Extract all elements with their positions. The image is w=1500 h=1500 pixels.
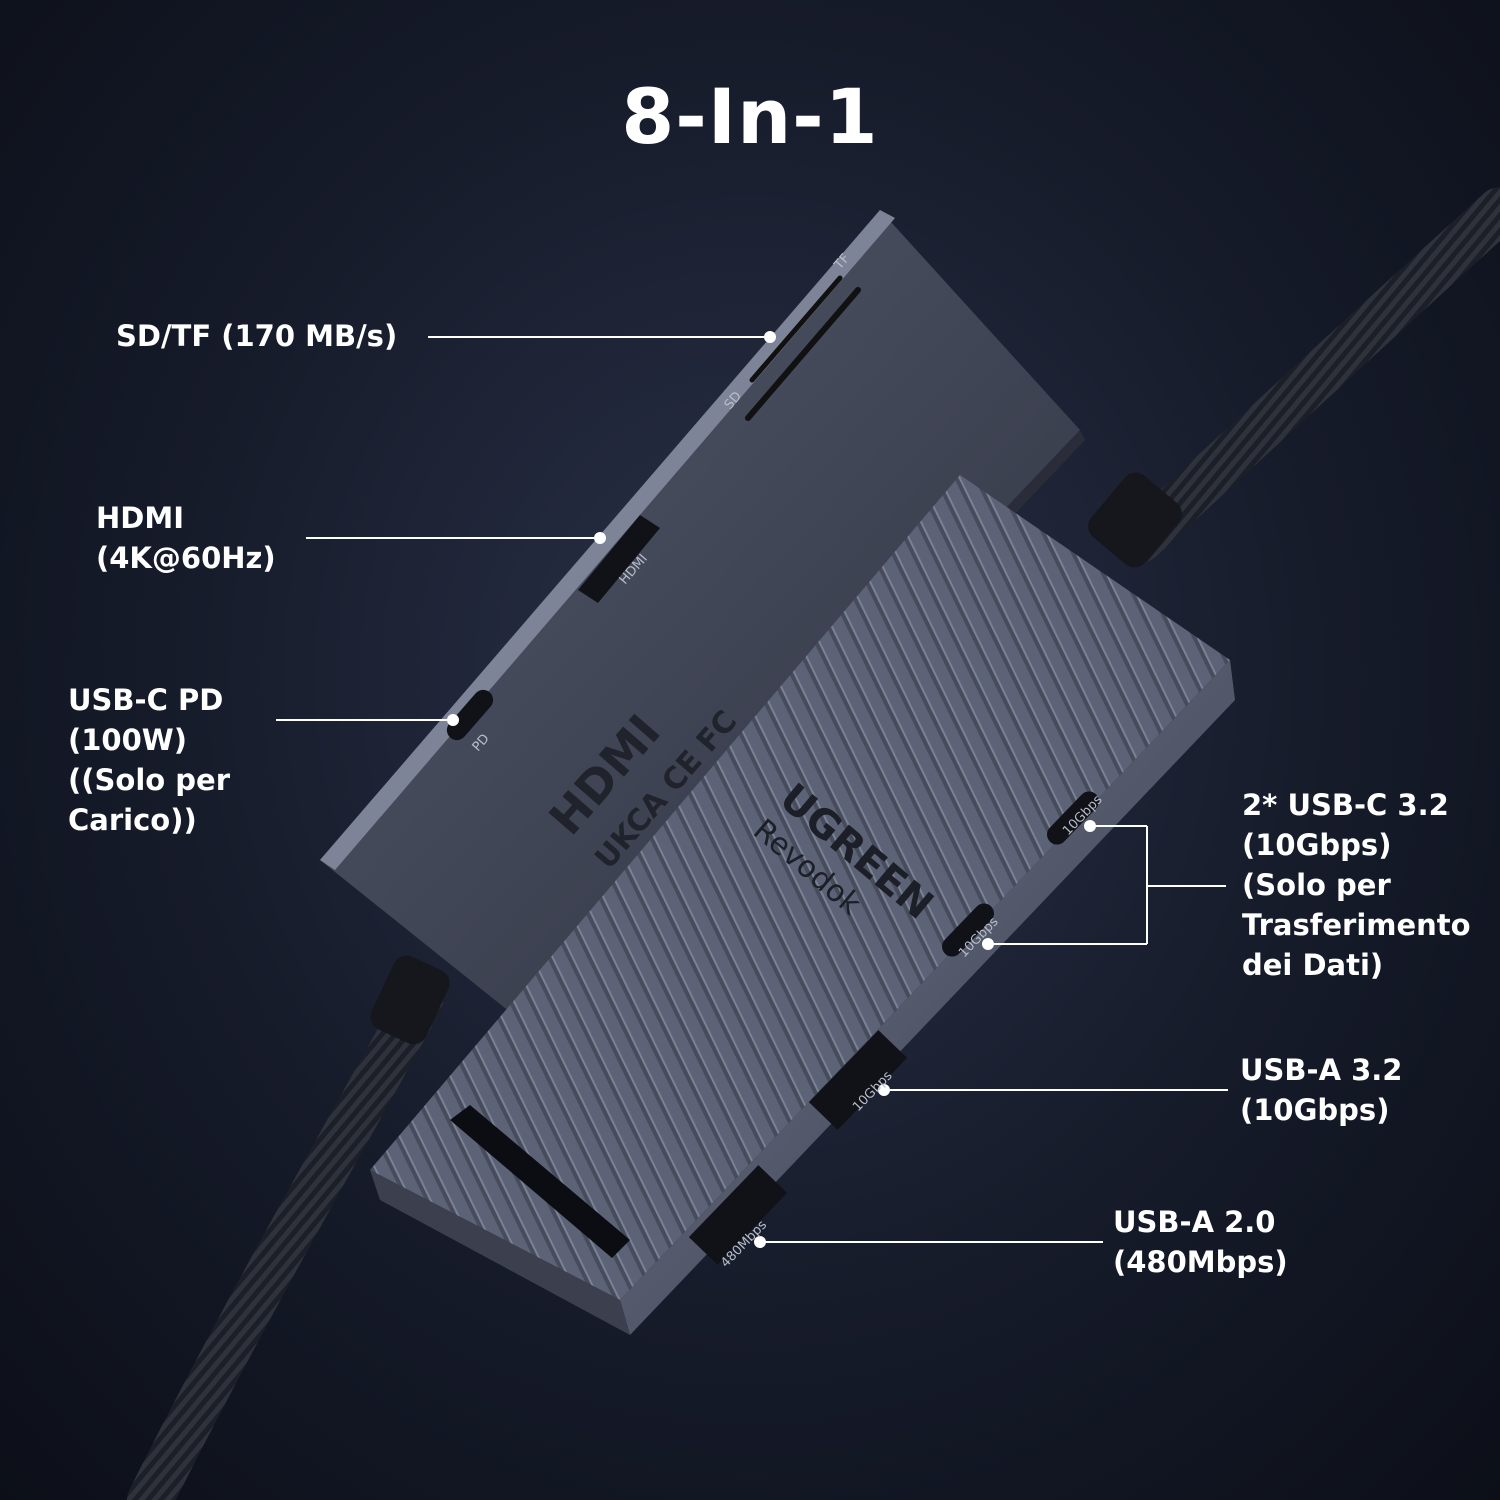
callout-line: dei Dati) [1242, 948, 1384, 982]
leader-lines [276, 331, 1228, 1248]
callout-line: USB-C PD [68, 683, 224, 717]
callout-line: Trasferimento [1242, 908, 1471, 942]
callout-usb-c-pd: USB-C PD (100W) ((Solo per Carico)) [68, 680, 230, 840]
hub-front-unit [370, 475, 1235, 1335]
callout-line: (4K@60Hz) [96, 541, 276, 575]
callout-line: USB-A 2.0 [1113, 1205, 1276, 1239]
callout-line: (Solo per [1242, 868, 1391, 902]
callout-line: ((Solo per [68, 763, 231, 797]
callout-line: 2* USB-C 3.2 [1242, 788, 1449, 822]
callout-sd-tf: SD/TF (170 MB/s) [116, 316, 397, 356]
callout-line: SD/TF (170 MB/s) [116, 319, 398, 353]
callout-usb-a-20: USB-A 2.0 (480Mbps) [1113, 1202, 1288, 1282]
page-title: 8-In-1 [621, 72, 879, 161]
callout-line: Carico)) [68, 803, 197, 837]
callout-usb-c-32: 2* USB-C 3.2 (10Gbps) (Solo per Trasferi… [1242, 785, 1471, 985]
callout-line: USB-A 3.2 [1240, 1053, 1403, 1087]
callout-line: (100W) [68, 723, 188, 757]
braided-cable [127, 187, 1500, 1500]
callout-line: (10Gbps) [1240, 1093, 1390, 1127]
callout-hdmi: HDMI (4K@60Hz) [96, 498, 276, 578]
callout-line: HDMI [96, 501, 184, 535]
callout-usb-a-32: USB-A 3.2 (10Gbps) [1240, 1050, 1403, 1130]
callout-line: (10Gbps) [1242, 828, 1392, 862]
callout-line: (480Mbps) [1113, 1245, 1288, 1279]
